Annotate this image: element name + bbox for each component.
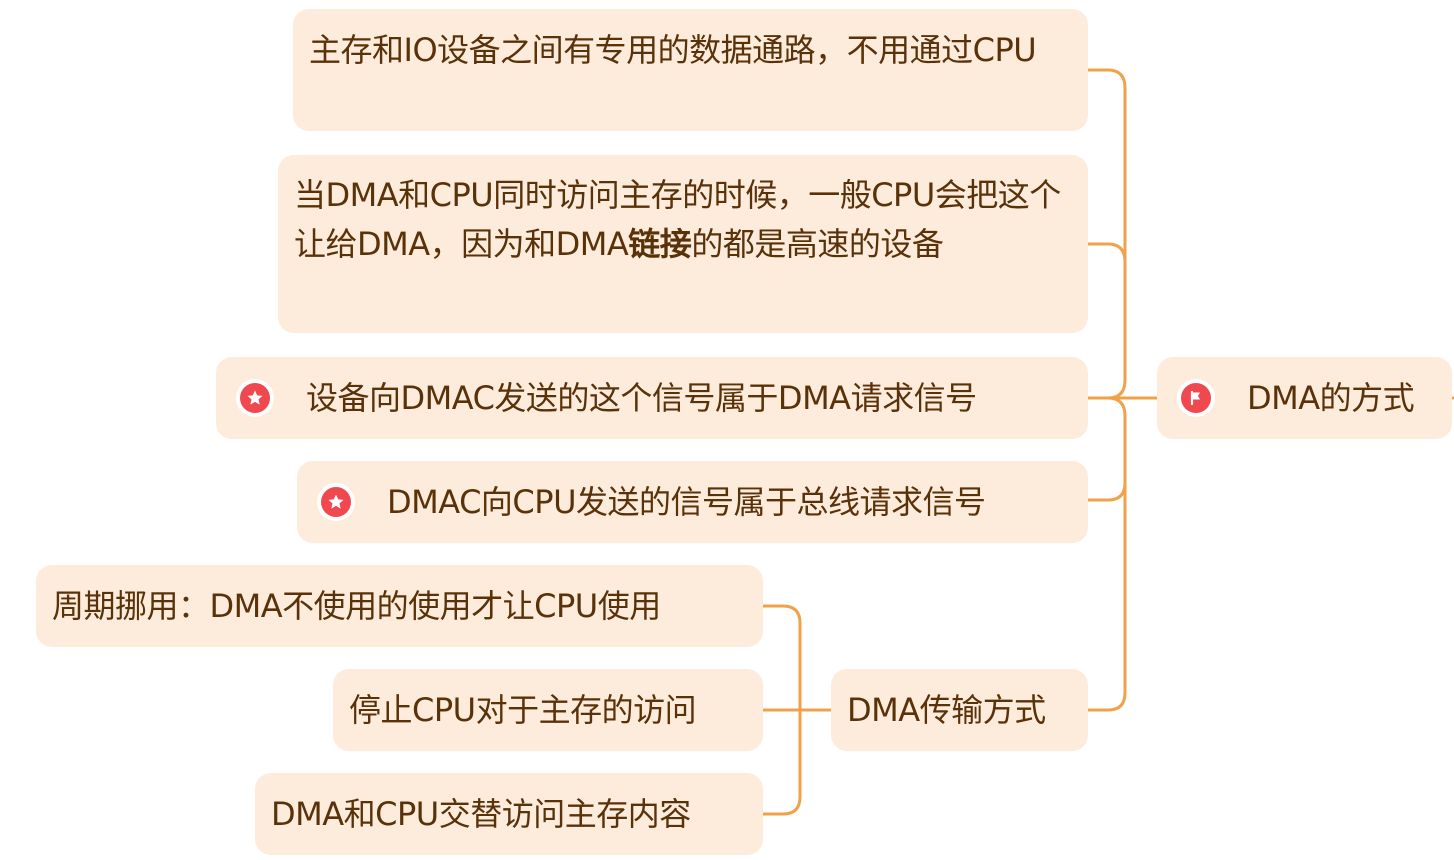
connector-mode-alternate xyxy=(761,708,802,816)
node-bus-request[interactable]: DMAC向CPU发送的信号属于总线请求信号 xyxy=(297,461,1088,543)
root-label: DMA的方式 xyxy=(1247,378,1415,417)
connector-priority xyxy=(1086,242,1127,382)
node-priority[interactable]: 当DMA和CPU同时访问主存的时候，一般CPU会把这个让给DMA，因为和DMA链… xyxy=(278,155,1088,333)
node-mode-stop-cpu-label: 停止CPU对于主存的访问 xyxy=(349,690,697,729)
node-transfer-modes[interactable]: DMA传输方式 xyxy=(831,669,1088,751)
bold-link-word: 链接 xyxy=(628,225,692,263)
node-bus-request-label: DMAC向CPU发送的信号属于总线请求信号 xyxy=(387,482,986,521)
flag-icon xyxy=(1177,379,1215,417)
node-priority-label: 当DMA和CPU同时访问主存的时候，一般CPU会把这个让给DMA，因为和DMA链… xyxy=(294,176,1061,263)
connector-bus-request xyxy=(1086,396,1127,502)
connector-mode-cycle-steal xyxy=(761,604,833,712)
node-dedicated-path[interactable]: 主存和IO设备之间有专用的数据通路，不用通过CPU xyxy=(293,9,1088,131)
node-mode-cycle-steal-label: 周期挪用：DMA不使用的使用才让CPU使用 xyxy=(52,586,661,625)
connector-dedicated-path xyxy=(1086,68,1127,400)
node-transfer-modes-label: DMA传输方式 xyxy=(847,690,1046,729)
node-mode-alternate[interactable]: DMA和CPU交替访问主存内容 xyxy=(255,773,763,855)
node-dma-request[interactable]: 设备向DMAC发送的这个信号属于DMA请求信号 xyxy=(216,357,1088,439)
node-mode-alternate-label: DMA和CPU交替访问主存内容 xyxy=(271,794,691,833)
star-icon xyxy=(236,379,274,417)
star-icon xyxy=(317,483,355,521)
node-mode-stop-cpu[interactable]: 停止CPU对于主存的访问 xyxy=(333,669,763,751)
root-node[interactable]: DMA的方式 xyxy=(1157,357,1452,439)
node-dma-request-label: 设备向DMAC发送的这个信号属于DMA请求信号 xyxy=(306,378,977,417)
connector-transfer-modes xyxy=(1086,414,1127,712)
node-mode-cycle-steal[interactable]: 周期挪用：DMA不使用的使用才让CPU使用 xyxy=(36,565,763,647)
node-dedicated-path-label: 主存和IO设备之间有专用的数据通路，不用通过CPU xyxy=(309,31,1037,69)
